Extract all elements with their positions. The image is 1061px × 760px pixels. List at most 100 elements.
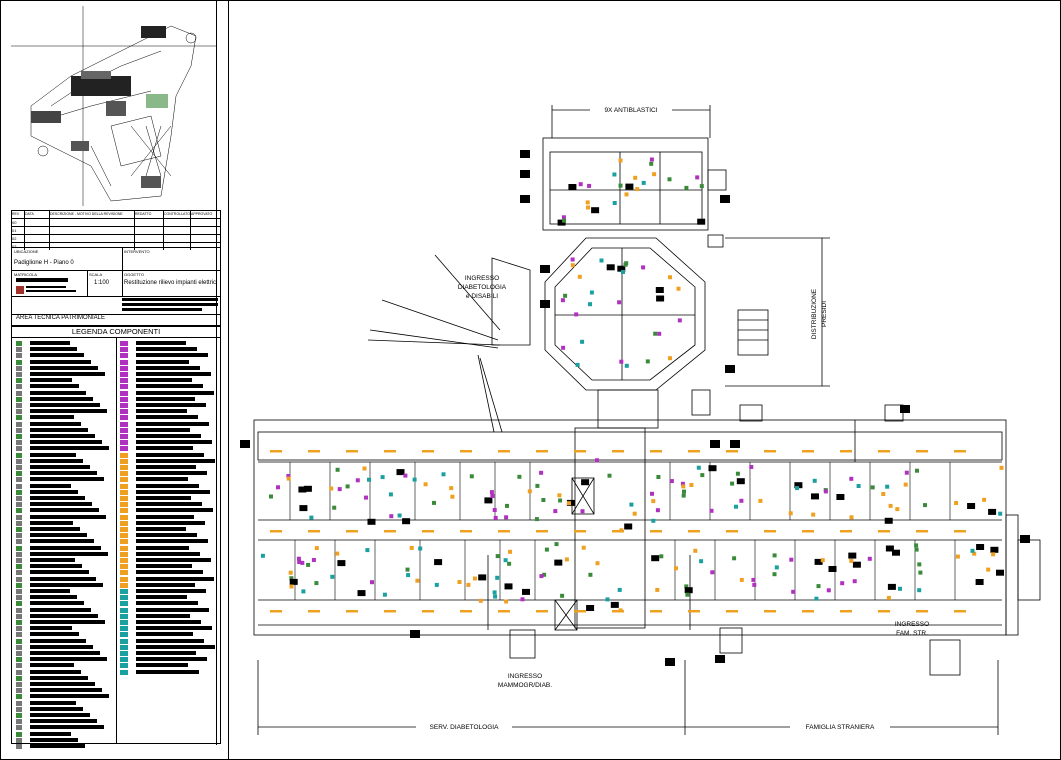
electrical-symbol-icon (849, 558, 854, 563)
electrical-symbol-icon (588, 572, 593, 577)
legend-description (30, 620, 105, 624)
electrical-symbol-icon (300, 560, 305, 565)
legend-symbol-icon (16, 384, 22, 390)
electrical-symbol-icon (867, 556, 872, 561)
light-fixture-icon (650, 530, 662, 533)
electrical-symbol-icon (542, 572, 547, 577)
light-fixture-icon (954, 530, 966, 533)
electrical-symbol-icon (449, 486, 454, 491)
legend-description (136, 384, 203, 389)
light-fixture-icon (612, 610, 624, 613)
light-fixture-icon (574, 610, 586, 613)
legend-symbol-icon (120, 353, 128, 359)
light-fixture-icon (764, 610, 776, 613)
electrical-symbol-icon (633, 175, 638, 180)
legend-description (30, 663, 74, 668)
light-fixture-icon (346, 610, 358, 613)
legend-row (12, 365, 220, 372)
electrical-symbol-icon (652, 172, 657, 177)
legend-description (30, 632, 79, 637)
light-fixture-icon (688, 610, 700, 613)
light-fixture-icon (650, 610, 662, 613)
electrical-symbol-icon (632, 511, 637, 516)
area-label: AREA TECNICA PATRIMONIALE (16, 315, 106, 321)
legend-description (136, 564, 192, 569)
legend-symbol-icon (16, 452, 22, 458)
electrical-symbol-icon (432, 500, 436, 505)
legend-description (136, 458, 215, 463)
legend-symbol-icon (16, 657, 22, 663)
legend-row (12, 390, 220, 397)
legend-row (12, 421, 220, 428)
legend-row (12, 446, 220, 452)
electrical-symbol-icon (345, 484, 350, 489)
legend-description (136, 341, 186, 345)
legend-symbol-icon (16, 558, 22, 563)
legend-description (30, 496, 85, 500)
equipment-tag (990, 546, 999, 553)
electrical-symbol-icon (527, 489, 532, 494)
label-distribuzione-2: PRESIDI (821, 301, 828, 327)
electrical-symbol-icon (972, 551, 977, 556)
legend-row (12, 657, 220, 663)
legend-symbol-icon (16, 434, 22, 439)
legend-entries (12, 337, 220, 749)
legend-symbol-icon (120, 502, 128, 508)
electrical-symbol-icon (751, 577, 756, 582)
light-fixture-icon (878, 610, 890, 613)
legend-row (12, 589, 220, 595)
legend-description (30, 669, 81, 674)
electrical-symbol-icon (795, 486, 799, 491)
electrical-symbol-icon (700, 473, 705, 478)
electrical-symbol-icon (914, 543, 919, 548)
electrical-symbol-icon (588, 302, 592, 307)
legend-symbol-icon (120, 514, 128, 520)
light-fixture-icon (308, 610, 320, 613)
equipment-tag (988, 508, 997, 515)
equipment-tag (434, 559, 443, 566)
legend-description (136, 632, 193, 637)
electrical-symbol-icon (309, 515, 314, 520)
electrical-symbol-icon (895, 507, 900, 512)
legend-row (12, 651, 220, 657)
legend-description (136, 353, 208, 358)
electrical-symbol-icon (680, 481, 685, 486)
electrical-symbol-icon (469, 474, 474, 479)
scala-value: 1:100 (94, 280, 110, 286)
legend-row (12, 471, 220, 477)
legend-symbol-icon (120, 446, 128, 452)
electrical-symbol-icon (986, 567, 991, 572)
legend-description (30, 675, 88, 680)
light-fixture-icon (536, 610, 548, 613)
legend-symbol-icon (120, 378, 128, 384)
legend-symbol-icon (16, 539, 22, 545)
electrical-symbol-icon (689, 483, 694, 487)
equipment-tag (586, 605, 595, 611)
electrical-symbol-icon (587, 183, 592, 188)
legend-symbol-icon (16, 713, 22, 718)
legend-symbol-icon (120, 669, 128, 675)
equipment-tag (976, 544, 985, 550)
legend-row (12, 719, 220, 725)
legend-description (30, 514, 106, 519)
electrical-symbol-icon (852, 579, 857, 584)
electrical-symbol-icon (580, 339, 585, 344)
equipment-tag (298, 486, 307, 493)
legend-symbol-icon (120, 458, 128, 464)
equipment-tag (656, 295, 665, 302)
legend-symbol-icon (120, 657, 128, 663)
legend-description (30, 446, 109, 451)
legend-row (12, 527, 220, 533)
light-fixture-icon (802, 610, 814, 613)
light-fixture-icon (916, 610, 928, 613)
electrical-symbol-icon (870, 485, 875, 490)
light-fixture-icon (878, 450, 890, 453)
electrical-symbol-icon (495, 554, 500, 559)
legend-symbol-icon (16, 409, 22, 415)
electrical-symbol-icon (289, 584, 294, 589)
legend-description (30, 613, 98, 618)
legend-row (12, 620, 220, 626)
legend-description (30, 539, 94, 544)
electrical-symbol-icon (580, 509, 585, 514)
legend-row (12, 508, 220, 514)
